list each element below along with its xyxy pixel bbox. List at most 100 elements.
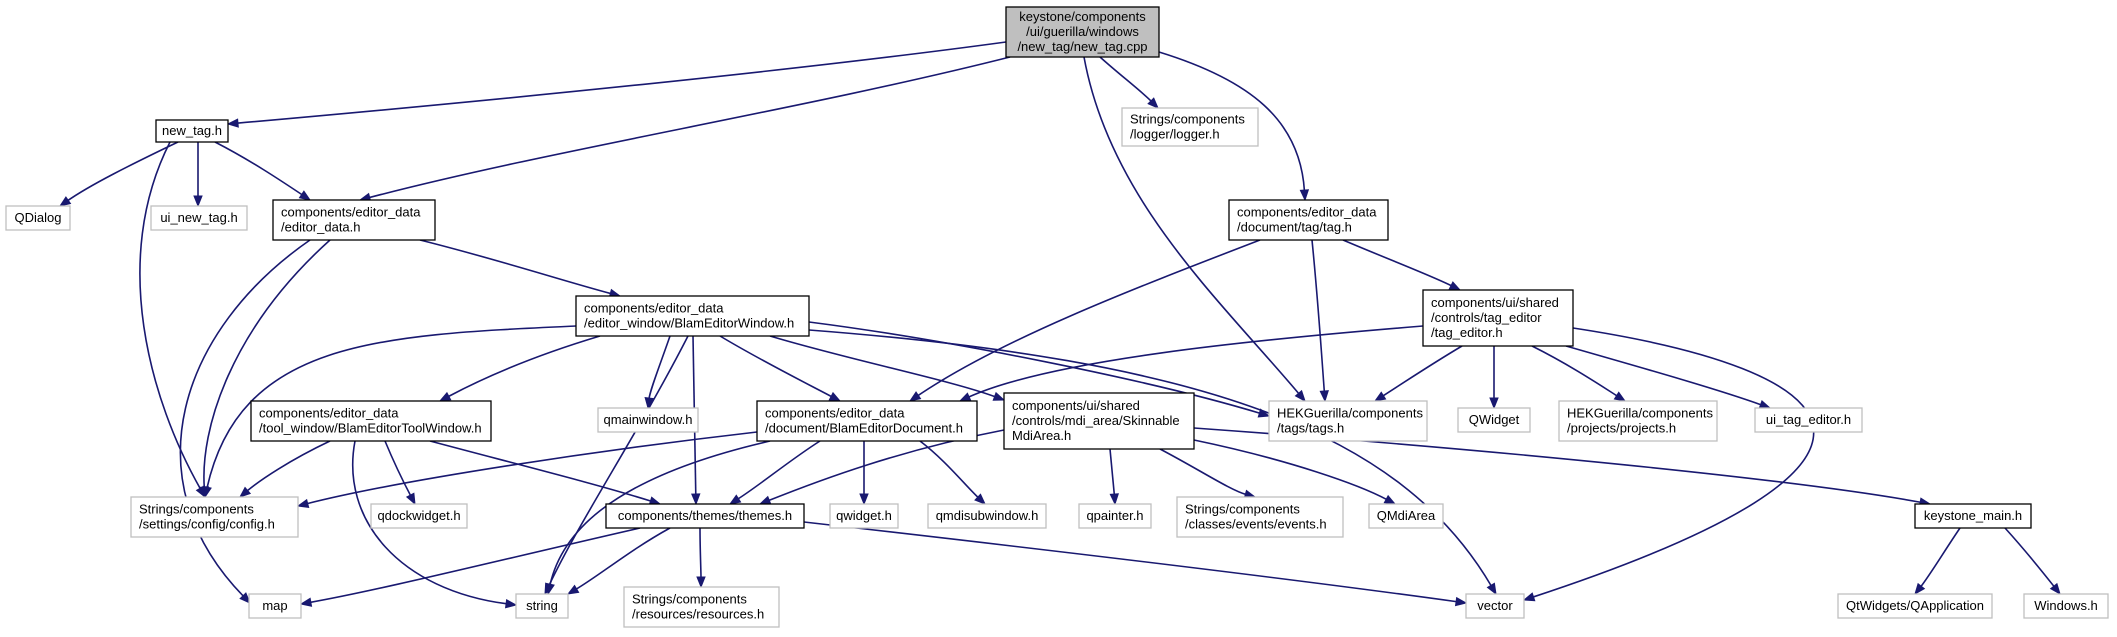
node-label-line: keystone/components [1019,9,1146,24]
edge-root-to-new_tag_h [226,41,1007,128]
edge-line [246,440,331,492]
node-box [272,199,436,241]
edge-line [179,239,311,598]
edge-arrowhead-blam_editor_window_h-config_h [202,485,212,499]
node-root[interactable]: keystone/components/ui/guerilla/windows/… [1005,6,1160,58]
node-label-line: Strings/components [632,592,747,607]
edge-line [66,141,179,202]
edge-arrowhead-skinnable_mdi_area_h-themes_h [758,495,772,505]
node-blam-editor-tool-window-h[interactable]: components/editor_data/tool_window/BlamE… [250,400,492,442]
edge-blam_editor_document_h-to-qmdisubwindow_h [919,440,986,505]
node-label-line: components/ui/shared [1431,295,1559,310]
edge-arrowhead-blam_editor_document_h-qmdisubwindow_h [974,493,986,505]
node-editor-data-h[interactable]: components/editor_data/editor_data.h [272,199,436,241]
node-label-line: /document/BlamEditorDocument.h [765,421,963,436]
edge-new_tag_h-to-qdialog [58,141,179,207]
node-label-line: /document/tag/tag.h [1237,220,1352,235]
edge-arrowhead-blam_editor_document_h-config_h [296,498,310,508]
edge-line [384,440,412,497]
node-qmdiarea[interactable]: QMdiArea [1368,503,1444,529]
node-skinnable-mdi-area-h[interactable]: components/ui/shared/controls/mdi_area/S… [1003,392,1195,450]
node-tags-h[interactable]: HEKGuerilla/components/tags/tags.h [1268,400,1428,442]
edge-line [139,141,202,490]
edge-skinnable_mdi_area_h-to-qmdiarea [1193,439,1397,505]
node-string[interactable]: string [515,593,569,619]
node-themes-h[interactable]: components/themes/themes.h [605,503,805,529]
node-label-line: vector [1477,598,1513,613]
node-ui-tag-editor-h[interactable]: ui_tag_editor.h [1754,407,1863,433]
node-qdialog[interactable]: QDialog [5,205,71,231]
edge-blam_editor_tool_window_h-to-themes_h [429,440,662,506]
node-box [756,400,978,442]
node-keystone-main-h[interactable]: keystone_main.h [1914,503,2032,529]
edge-arrowhead-root-new_tag_h [226,118,239,128]
edge-arrowhead-blam_editor_tool_window_h-string [504,598,518,609]
node-blam-editor-document-h[interactable]: components/editor_data/document/BlamEdit… [756,400,978,442]
edge-tag_editor_h-to-ui_tag_editor_h [1565,345,1772,409]
edge-line [1382,345,1463,397]
edge-skinnable_mdi_area_h-to-qpainter_h [1109,448,1119,506]
node-box [1558,400,1718,442]
node-config-h[interactable]: Strings/components/settings/config/confi… [130,496,299,538]
node-new-tag-h[interactable]: new_tag.h [155,119,229,143]
node-box [927,503,1047,529]
node-resources-h[interactable]: Strings/components/resources/resources.h [623,586,780,628]
node-label-line: keystone_main.h [1924,508,2022,523]
node-qdockwidget-h[interactable]: qdockwidget.h [370,503,468,529]
node-label-line: /tag_editor.h [1431,325,1503,340]
edge-tag_editor_h-to-blam_editor_document_h [958,325,1424,402]
edge-blam_editor_window_h-to-blam_editor_tool_window_h [438,335,601,402]
edge-line [575,527,671,591]
edge-arrowhead-root-tag_h [1299,189,1310,202]
edge-arrowhead-blam_editor_document_h-string [545,582,555,596]
node-qapplication[interactable]: QtWidgets/QApplication [1837,593,1993,619]
edge-line [1532,327,1815,598]
edge-arrowhead-tag_editor_h-projects_h [1613,391,1627,402]
node-box [1457,407,1531,433]
node-events-h[interactable]: Strings/components/classes/events/events… [1176,496,1344,538]
node-map[interactable]: map [248,593,302,619]
node-ui-new-tag-h[interactable]: ui_new_tag.h [150,205,248,231]
edge-line [1565,345,1762,406]
edge-arrowhead-blam_editor_document_h-qwidget_h [859,493,869,506]
node-label-line: /ui/guerilla/windows [1026,24,1139,39]
node-label-line: Windows.h [2034,598,2098,613]
edge-line [1099,56,1153,103]
node-label-line: /controls/mdi_area/Skinnable [1012,413,1180,428]
edge-arrowhead-tag_editor_h-ui_tag_editor_h [1758,399,1772,409]
edge-line [1159,448,1247,496]
node-label-line: /settings/config/config.h [139,517,275,532]
edge-arrowhead-blam_editor_tool_window_h-config_h [238,486,252,498]
edge-root-to-tag_h [1158,51,1310,202]
edge-line [648,335,671,400]
node-label-line: /tags/tags.h [1277,421,1344,436]
node-tag-editor-h[interactable]: components/ui/shared/controls/tag_editor… [1422,289,1574,347]
node-logger-h[interactable]: Strings/components/logger/logger.h [1121,107,1259,147]
edge-line [214,141,303,196]
node-label-line: Strings/components [139,502,254,517]
node-box [1422,289,1574,347]
node-label-line: /controls/tag_editor [1431,310,1542,325]
node-qwidget-h[interactable]: qwidget.h [829,503,899,529]
node-qpainter-h[interactable]: qpainter.h [1078,503,1152,529]
node-qmdisubwindow-h[interactable]: qmdisubwindow.h [927,503,1047,529]
node-box [5,205,71,231]
node-qwidget[interactable]: QWidget [1457,407,1531,433]
node-label-line: components/editor_data [765,406,905,421]
node-blam-editor-window-h[interactable]: components/editor_data/editor_window/Bla… [575,295,810,337]
node-projects-h[interactable]: HEKGuerilla/components/projects/projects… [1558,400,1718,442]
edge-arrowhead-tag_h-tag_editor_h [1448,281,1462,291]
edge-arrowhead-tag_h-tags_h [1319,390,1329,403]
node-box [1121,107,1259,147]
node-windows-h[interactable]: Windows.h [2023,593,2109,619]
node-box [1078,503,1152,529]
node-qmainwindow-h[interactable]: qmainwindow.h [597,407,699,433]
edge-arrowhead-blam_editor_window_h-skinnable_mdi_area_h [992,391,1006,401]
node-label-line: MdiArea.h [1012,428,1071,443]
node-label-line: /classes/events/events.h [1185,517,1327,532]
node-label-line: qdockwidget.h [377,508,460,523]
node-tag-h[interactable]: components/editor_data/document/tag/tag.… [1228,199,1389,241]
node-vector[interactable]: vector [1465,593,1525,619]
edge-keystone_main_h-to-windows_h [2004,527,2061,596]
